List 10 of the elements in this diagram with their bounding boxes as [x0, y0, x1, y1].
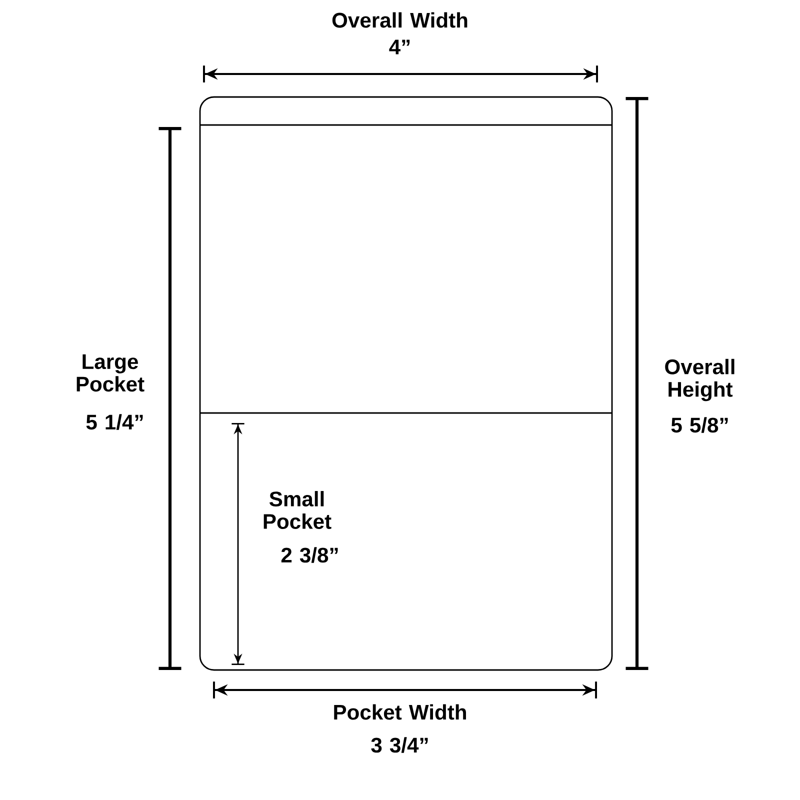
dimension-label: Small Pocket: [264, 491, 332, 529]
dimension-label: Overall Height: [665, 358, 734, 402]
dimension-label: 4”: [389, 40, 410, 54]
dimension-label: 5 1/4”: [86, 414, 143, 430]
dimension-label: Overall Width: [332, 12, 468, 28]
dimension-label: 3 3/4”: [371, 737, 428, 753]
dimension-label: Pocket Width: [334, 704, 466, 720]
dimension-label: 2 3/8”: [281, 547, 338, 563]
dimension-label: 5 5/8”: [671, 417, 728, 433]
dimension-label: Large Pocket: [76, 354, 144, 392]
